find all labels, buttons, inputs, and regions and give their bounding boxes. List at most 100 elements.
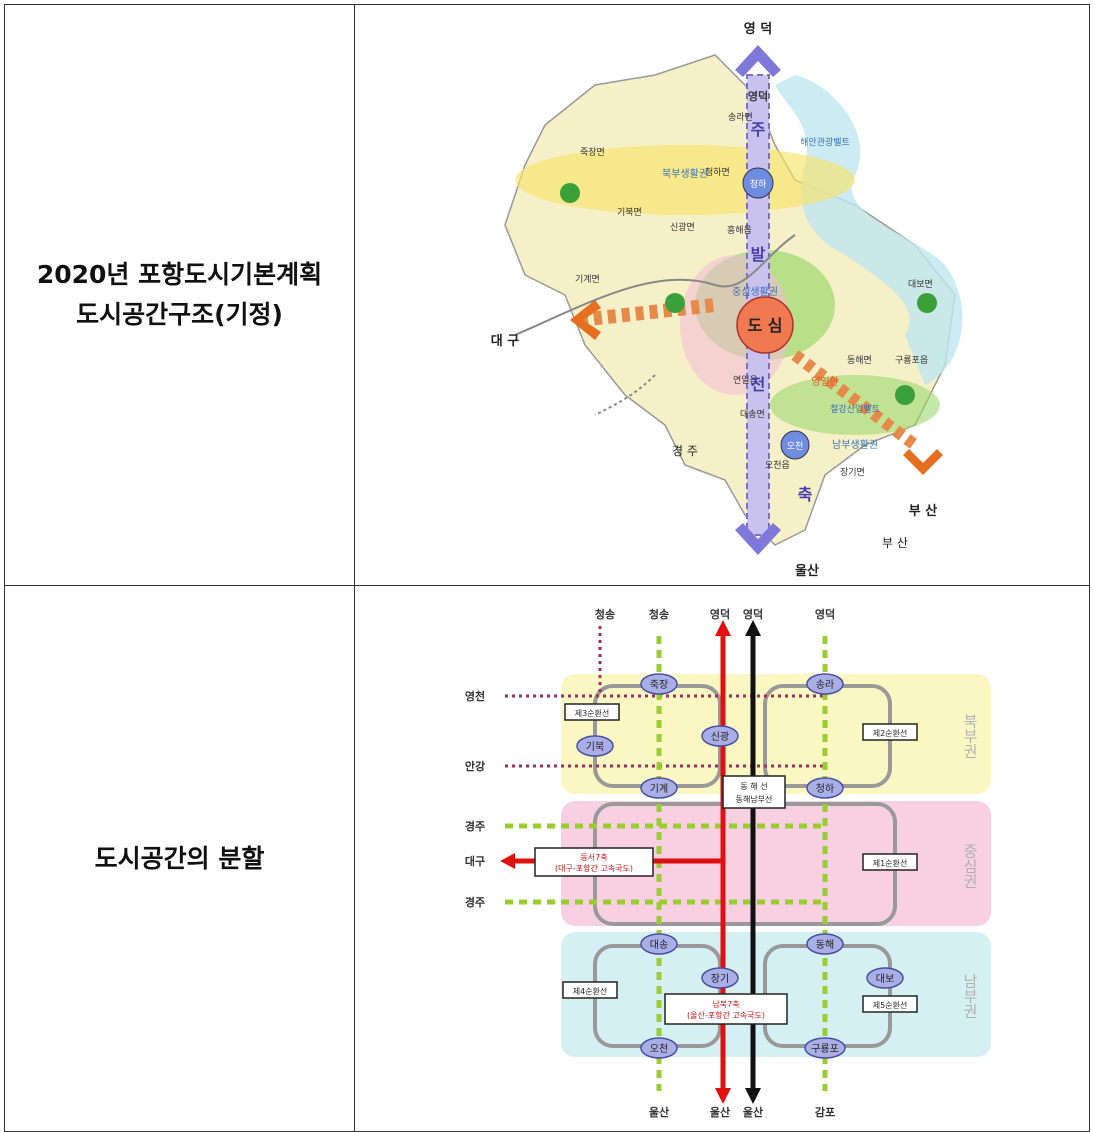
hub-downtown [736, 296, 794, 354]
region-north [561, 674, 991, 794]
hub-guryongpo [895, 385, 915, 405]
hub-gigye [665, 293, 685, 313]
town-label: 송라면 [728, 112, 753, 123]
map-label-bottom: 울산 [795, 563, 819, 579]
table-row: 2020년 포항도시기본계획 도시공간구조(기정) [4, 4, 1090, 586]
row-label-line: 도시공간의 분할 [94, 843, 265, 873]
row-label-line: 2020년 포항도시기본계획 [36, 260, 323, 289]
top-label: 영덕 [710, 607, 730, 621]
left-label: 대구 [465, 854, 485, 868]
town-label: 구룡포읍 [895, 355, 928, 366]
spatial-structure-map: 영 덕 대 구 울산 부 산 부 산 경 주 청하 도 심 오천 북부생활권 중… [491, 21, 963, 579]
red-arrow-head [715, 620, 731, 636]
southeast-axis [791, 350, 919, 450]
map-label-right: 부 산 [882, 536, 908, 550]
division-diagram-cell: 죽장 송라 기북 신광 기계 청하 대송 동해 장기 대보 오천 구룡포 [354, 585, 1090, 1132]
axis-ew-line: (대구-포항간 고속국도) [555, 863, 633, 873]
axis-char: 전 [751, 375, 766, 394]
hub-label: 도 심 [747, 316, 782, 335]
node-label: 송라 [816, 679, 834, 691]
town-label: 청하면 [705, 167, 730, 178]
top-label: 영덕 [743, 607, 763, 621]
node-label: 동해 [816, 938, 834, 951]
town-label: 신광면 [670, 221, 695, 233]
north-living-zone [515, 145, 855, 215]
loop-box-label: 제4순환선 [573, 986, 608, 996]
axis-ns-line: 남북7축 [712, 1000, 739, 1009]
town-label: 기계면 [575, 273, 600, 285]
node-group [576, 673, 904, 1059]
town-label: 연일읍 [733, 375, 758, 386]
town-label: 오천읍 [765, 460, 790, 471]
left-label: 경주 [465, 895, 485, 909]
node-label: 기계 [650, 783, 668, 795]
row-label-cell: 도시공간의 분할 [4, 585, 355, 1132]
top-label: 청송 [595, 607, 615, 621]
town-label: 대송면 [740, 409, 765, 420]
town-label: 장기면 [840, 467, 865, 478]
map-label-right-arrow: 부 산 [909, 503, 937, 519]
south-arrow [735, 523, 781, 555]
node-label: 신광 [711, 731, 729, 743]
top-label: 영덕 [815, 607, 835, 621]
map-label-left: 대 구 [491, 334, 519, 349]
region-label: 북부권 [961, 714, 979, 759]
black-arrow-head [745, 620, 761, 636]
table-row: 도시공간의 분할 [4, 585, 1090, 1132]
coast-zone [775, 75, 963, 385]
node-label: 대보 [876, 973, 894, 985]
black-arrow-tail [745, 1088, 761, 1104]
node-label: 장기 [711, 973, 729, 985]
hub-ocheon [780, 430, 810, 460]
center-box-line: 동 해 선 [740, 781, 767, 791]
bottom-label: 울산 [649, 1105, 669, 1119]
row-label-line: 도시공간구조(기정) [76, 300, 283, 329]
southeast-arrow [903, 449, 943, 475]
spatial-structure-map-cell: 영 덕 대 구 울산 부 산 부 산 경 주 청하 도 심 오천 북부생활권 중… [354, 4, 1090, 586]
loop-box-label: 제1순환선 [873, 858, 908, 868]
map-label-south: 경 주 [672, 444, 698, 458]
row-label-cell: 2020년 포항도시기본계획 도시공간구조(기정) [4, 4, 355, 586]
region-label: 남부권 [961, 974, 979, 1019]
loop-box-label: 제3순환선 [575, 708, 610, 718]
bottom-label: 울산 [743, 1105, 763, 1119]
town-label: 동해면 [847, 355, 872, 366]
division-diagram: 죽장 송라 기북 신광 기계 청하 대송 동해 장기 대보 오천 구룡포 [465, 607, 991, 1119]
node-label: 청하 [816, 782, 834, 795]
document-table: 2020년 포항도시기본계획 도시공간구조(기정) [4, 4, 1090, 1132]
town-label: 흥해읍 [727, 224, 752, 236]
node-label: 대송 [650, 939, 668, 951]
left-label: 경주 [465, 819, 485, 833]
bottom-label: 감포 [815, 1105, 835, 1119]
axis-char: 영덕 [748, 89, 768, 103]
north-arrow [735, 45, 781, 77]
zone-label: 철강산업벨트 [830, 404, 880, 415]
axis-ns-line: (울산-포항간 고속국도) [687, 1010, 765, 1020]
zone-label: 남부생활권 [832, 438, 878, 451]
hub-cheongha [742, 167, 774, 199]
region-center [561, 801, 991, 926]
west-axis [579, 298, 716, 327]
node-label: 구룡포 [811, 1043, 839, 1055]
hub-label: 청하 [750, 179, 767, 190]
bottom-label: 울산 [710, 1105, 730, 1119]
node-label: 오천 [650, 1043, 668, 1055]
red-arrow-left [500, 853, 515, 869]
loop-box-label: 제2순환선 [873, 728, 908, 738]
zone-label: 중심생활권 [732, 285, 778, 298]
loop-box-label: 제5순환선 [873, 1000, 908, 1010]
left-label: 안강 [465, 759, 485, 773]
red-arrow-tail [715, 1088, 731, 1104]
road-line [514, 234, 796, 336]
road-line [594, 374, 656, 416]
town-label: 죽장면 [580, 147, 605, 158]
map-label-top: 영 덕 [744, 21, 772, 37]
region-label: 중심권 [961, 844, 979, 889]
node-label: 죽장 [650, 679, 668, 691]
town-label: 대보면 [908, 279, 933, 290]
axis-ew-line: 동서7축 [580, 853, 607, 862]
axis-char: 발 [751, 245, 766, 264]
hub-daebo [917, 293, 937, 313]
axis-char: 축 [798, 485, 813, 504]
hub-label: 오천 [787, 441, 804, 452]
